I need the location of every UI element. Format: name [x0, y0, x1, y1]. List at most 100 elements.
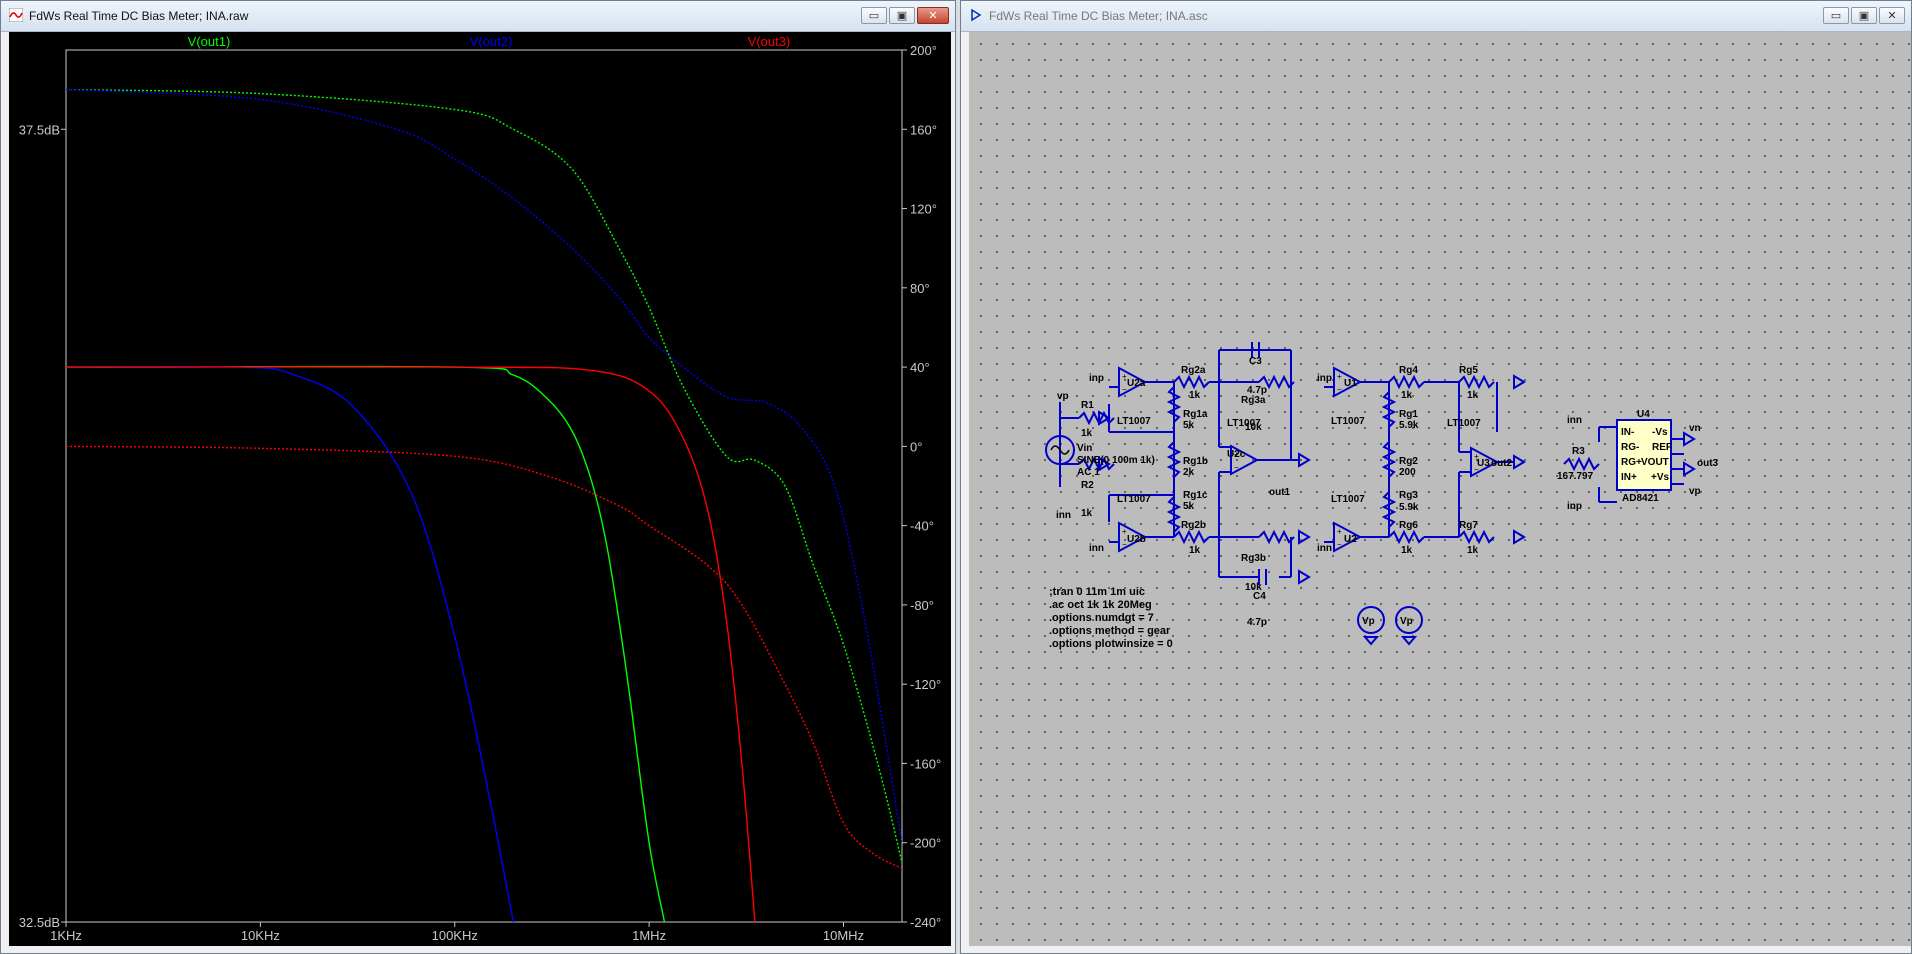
label-C3: C3 [1249, 356, 1262, 367]
db-tick-label: 32.5dB [19, 915, 60, 930]
schematic-app-icon [971, 8, 982, 22]
pin--Vs: -Vs [1652, 427, 1668, 438]
maximize-button[interactable]: ▣ [1851, 7, 1877, 24]
pin-+Vs: +Vs [1651, 472, 1670, 483]
value-Rg1a: 5k [1183, 420, 1195, 431]
resistor-Rg3b[interactable] [1258, 531, 1295, 543]
value-Rg3a: 10k [1245, 422, 1262, 433]
phase-tick-label: 200° [910, 43, 937, 58]
label-U3: U3 [1477, 458, 1490, 469]
label-U1-model: LT1007 [1331, 416, 1365, 427]
label-Rg7: Rg7 [1459, 520, 1478, 531]
value-R2: 1k [1081, 508, 1093, 519]
resistor-Rg2a[interactable] [1173, 376, 1210, 388]
label-Rg1b: Rg1b [1183, 456, 1208, 467]
ina-U4[interactable] [1616, 419, 1672, 491]
phase-tick-label: -40° [910, 519, 934, 534]
label-Rg2b: Rg2b [1181, 520, 1206, 531]
value-Rg3b: 10k [1245, 582, 1262, 593]
net-label-inp-3: inp [1567, 501, 1582, 512]
x-tick-label: 10KHz [241, 928, 280, 943]
phase-tick-label: -200° [910, 836, 941, 851]
voltage-source-Vin[interactable] [1045, 435, 1075, 465]
pin-VOUT: VOUT [1641, 457, 1669, 468]
x-tick-label: 10MHz [823, 928, 864, 943]
magnitude-curve-vout3 [66, 366, 756, 922]
schematic-drawing[interactable]: + − [969, 32, 1911, 946]
value-Rg2b: 1k [1189, 545, 1201, 556]
waveform-app-icon [9, 8, 23, 22]
net-label-inp: inp [1089, 373, 1104, 384]
waveform-titlebar[interactable]: FdWs Real Time DC Bias Meter; INA.raw ▭ … [1, 1, 955, 32]
value-C3: 4.7p [1247, 385, 1267, 396]
value-Rg1b: 2k [1183, 467, 1195, 478]
pin-REF: REF [1652, 442, 1672, 453]
resistor-R3[interactable] [1563, 458, 1600, 470]
label-Rg2: Rg2 [1399, 456, 1418, 467]
waveform-window: FdWs Real Time DC Bias Meter; INA.raw ▭ … [0, 0, 956, 954]
legend-vout1: V(out1) [188, 34, 231, 49]
x-tick-label: 1KHz [50, 928, 82, 943]
phase-tick-label: 120° [910, 202, 937, 217]
schematic-canvas[interactable]: + − [969, 32, 1911, 946]
minimize-button[interactable]: ▭ [1823, 7, 1849, 24]
value-Rg6: 1k [1401, 545, 1413, 556]
label-U2c-model: LT1007 [1227, 418, 1261, 429]
resistor-Rg5[interactable] [1458, 376, 1495, 388]
label-U2b-model: LT1007 [1117, 494, 1151, 505]
label-Rg1a: Rg1a [1183, 409, 1208, 420]
label-Rg1: Rg1 [1399, 409, 1418, 420]
value-Rg1c: 5k [1183, 501, 1195, 512]
label-Rg2a: Rg2a [1181, 365, 1206, 376]
directive-tran: ;tran 0 11m 1m uic [1049, 586, 1145, 598]
resistor-Rg4[interactable] [1388, 376, 1425, 388]
phase-tick-label: 40° [910, 360, 930, 375]
label-U2-model: LT1007 [1331, 494, 1365, 505]
label-Rg3b: Rg3b [1241, 553, 1266, 564]
label-Vp-1: Vp [1362, 616, 1375, 627]
voltage-source-Vp-1[interactable] [1357, 606, 1385, 646]
label-U4-model: AD8421 [1622, 493, 1659, 504]
value-Rg4: 1k [1401, 390, 1413, 401]
phase-curve-vout3 [66, 445, 902, 870]
value-C4: 4.7p [1247, 617, 1267, 628]
resistor-Rg2b[interactable] [1173, 531, 1210, 543]
directive-ac: .ac oct 1k 1k 20Meg [1049, 599, 1152, 611]
value-Rg3: 5.9k [1399, 502, 1419, 513]
net-label-inn: inn [1089, 543, 1104, 554]
pin-IN-: IN- [1621, 427, 1634, 438]
resistor-Rg6[interactable] [1388, 531, 1425, 543]
capacitor-C3[interactable] [1239, 342, 1272, 358]
net-label-out3: out3 [1697, 458, 1719, 469]
capacitor-C4[interactable] [1258, 569, 1267, 585]
label-U2c: U2c [1227, 449, 1246, 460]
label-U2a: U2a [1127, 378, 1146, 389]
directive-numdgt: .options numdgt = 7 [1049, 612, 1154, 624]
spice-directives[interactable]: ;tran 0 11m 1m uic .ac oct 1k 1k 20Meg .… [1049, 586, 1173, 650]
plot-frame [65, 49, 903, 923]
value-Rg2: 200 [1399, 467, 1416, 478]
voltage-source-Vp-2[interactable] [1395, 606, 1423, 646]
label-U2a-model: LT1007 [1117, 416, 1151, 427]
schematic-titlebar[interactable]: FdWs Real Time DC Bias Meter; INA.asc ▭ … [961, 1, 1911, 32]
label-Rg1c: Rg1c [1183, 490, 1208, 501]
legend-vout3: V(out3) [748, 34, 791, 49]
pin-RG+: RG+ [1621, 457, 1642, 468]
phase-tick-label: -160° [910, 756, 941, 771]
label-U3-model: LT1007 [1447, 418, 1481, 429]
db-tick-label: 37.5dB [19, 122, 60, 137]
directive-plotwinsize: .options plotwinsize = 0 [1049, 638, 1173, 650]
resistor-Rg7[interactable] [1458, 531, 1495, 543]
close-button[interactable]: ✕ [917, 7, 949, 24]
pin-RG-: RG- [1621, 442, 1639, 453]
minimize-button[interactable]: ▭ [861, 7, 887, 24]
net-label-vn: vn [1689, 423, 1701, 434]
net-label-inn-3: inn [1567, 415, 1582, 426]
value-Vin-ac: AC 1 [1077, 467, 1100, 478]
label-Vin: Vin [1077, 443, 1092, 454]
close-button[interactable]: ✕ [1879, 7, 1905, 24]
net-label-inn-2: inn [1317, 543, 1332, 554]
maximize-button[interactable]: ▣ [889, 7, 915, 24]
